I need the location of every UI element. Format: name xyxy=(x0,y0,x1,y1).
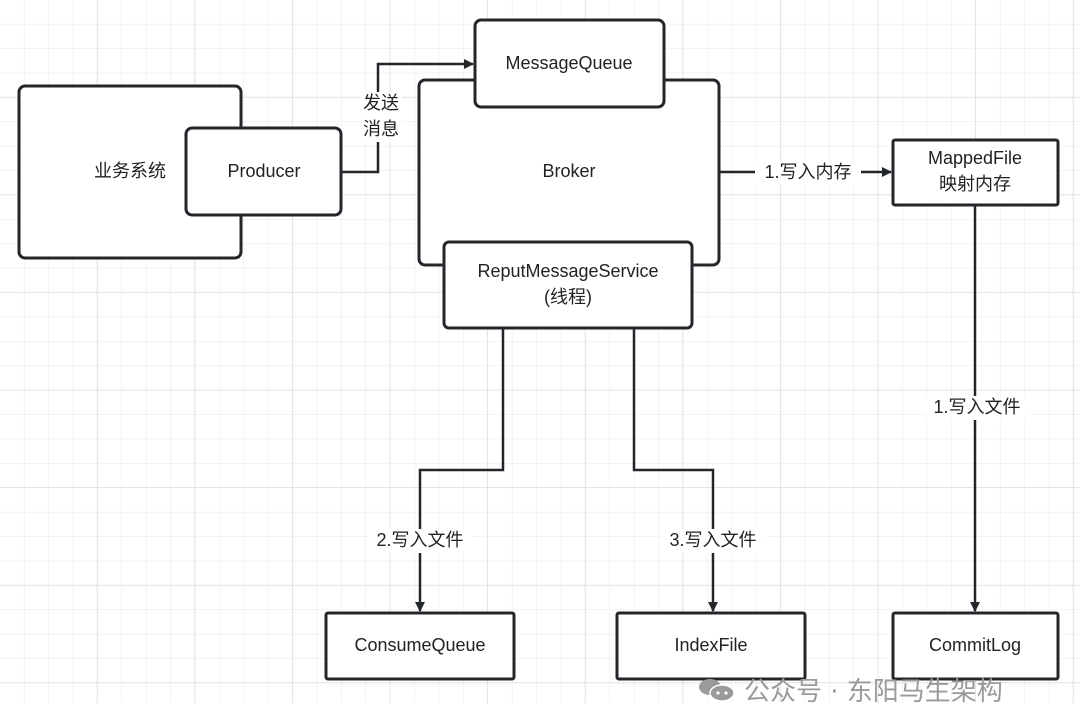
consumequeue-label: ConsumeQueue xyxy=(354,635,485,655)
node-producer[interactable]: Producer xyxy=(184,126,343,217)
node-commitlog[interactable]: CommitLog xyxy=(891,611,1060,681)
indexfile-label: IndexFile xyxy=(674,635,747,655)
edge-label-write-indexfile: 3.写入文件 xyxy=(669,530,756,550)
mappedfile-label-line1: MappedFile xyxy=(928,148,1022,168)
business-system-label: 业务系统 xyxy=(94,161,166,181)
reput-label-line2: (线程) xyxy=(544,287,592,307)
edge-label-write-commitlog: 1.写入文件 xyxy=(933,397,1020,417)
watermark: 公众号 · 东阳马生架构 xyxy=(699,677,1003,703)
producer-label: Producer xyxy=(227,161,300,181)
edge-label-send-line1: 发送 xyxy=(363,93,399,113)
mappedfile-label-line2: 映射内存 xyxy=(939,174,1011,194)
node-messagequeue[interactable]: MessageQueue xyxy=(473,18,666,109)
broker-label: Broker xyxy=(542,161,595,181)
watermark-text: 公众号 · 东阳马生架构 xyxy=(744,677,1003,703)
edge-label-write-consumequeue: 2.写入文件 xyxy=(376,530,463,550)
edge-label-send-line2: 消息 xyxy=(363,119,399,139)
reput-label-line1: ReputMessageService xyxy=(477,261,658,281)
node-mappedfile[interactable]: MappedFile 映射内存 xyxy=(891,138,1060,207)
node-consumequeue[interactable]: ConsumeQueue xyxy=(324,611,516,681)
wechat-icon xyxy=(699,679,735,702)
node-indexfile[interactable]: IndexFile xyxy=(615,611,807,681)
commitlog-label: CommitLog xyxy=(929,635,1021,655)
messagequeue-label: MessageQueue xyxy=(505,53,632,73)
node-reput-message-service[interactable]: ReputMessageService (线程) xyxy=(442,240,694,330)
edge-label-write-memory: 1.写入内存 xyxy=(764,162,851,182)
